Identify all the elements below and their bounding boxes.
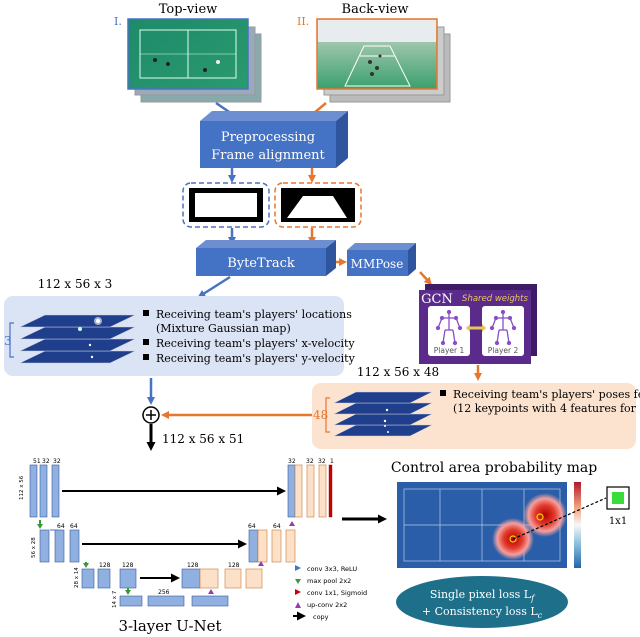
consistency-loss: + Consistency loss Lc xyxy=(422,605,543,620)
frame-alignment-title: Frame alignment xyxy=(211,148,325,163)
legend-maxpool: max pool 2x2 xyxy=(307,577,351,585)
legend-copy: copy xyxy=(313,613,329,621)
pose-count: 48 xyxy=(313,408,328,422)
unet-channel-label: 64 xyxy=(273,523,281,530)
loss-line2-sub: c xyxy=(538,611,543,620)
unet-size-label: 28 x 14 xyxy=(74,567,80,588)
bytetrack-to-locations-arrow xyxy=(197,275,231,298)
legend-conv1x1: conv 1x1, Sigmoid xyxy=(307,589,367,597)
bytetrack-label: ByteTrack xyxy=(227,256,295,271)
unet-channel-label: 32 xyxy=(306,458,314,465)
bullet-icon xyxy=(143,339,149,345)
unet-size-label: 112 x 56 xyxy=(19,475,25,500)
back-view-mask xyxy=(274,182,362,228)
player2-label: Player 2 xyxy=(488,346,519,355)
unet-channel-label: 32 xyxy=(288,458,296,465)
preprocessing-title: Preprocessing xyxy=(221,130,315,145)
unet-channel-label: 32 xyxy=(53,458,61,465)
preprocessing-box xyxy=(200,111,348,168)
unet-channel-label: 256 xyxy=(158,589,170,596)
output-title: Control area probability map xyxy=(391,460,597,476)
pose-bullet-1: Receiving team's players' poses features xyxy=(453,388,640,401)
back-view-numeral: II. xyxy=(297,15,309,28)
location-bullet-2: Receiving team's players' x-velocity xyxy=(156,337,355,350)
locations-bracket xyxy=(9,322,14,358)
locations-count: 3 xyxy=(4,334,12,348)
bullet-icon xyxy=(440,390,446,396)
loss-line1-sub: f xyxy=(530,594,536,603)
pose-bracket xyxy=(325,397,330,433)
mmpose-box xyxy=(347,243,416,276)
bullet-icon xyxy=(143,310,149,316)
control-area-map xyxy=(397,482,630,568)
gcn-title: GCN xyxy=(421,292,453,307)
unet-channel-label: 64 xyxy=(70,523,78,530)
top-view-numeral: I. xyxy=(114,15,122,28)
unet-channel-label: 32 xyxy=(42,458,50,465)
top-view-mask xyxy=(182,182,270,228)
mmpose-label: MMPose xyxy=(351,257,404,271)
location-bullet-3: Receiving team's players' y-velocity xyxy=(156,352,356,365)
loss-line2-text: + Consistency loss L xyxy=(422,605,538,618)
unet-channel-label: 128 xyxy=(187,562,199,569)
unet-channel-label: 32 xyxy=(318,458,326,465)
unet-channel-label: 1 xyxy=(330,458,334,465)
unet-channel-label: 64 xyxy=(57,523,65,530)
unet-size-label: 14 x 7 xyxy=(112,590,118,608)
player1-label: Player 1 xyxy=(434,346,465,355)
top-view-label: Top-view xyxy=(159,2,218,17)
bytetrack-box xyxy=(196,240,336,276)
concat-dims: 112 x 56 x 51 xyxy=(162,432,244,446)
unet-channel-label: 128 xyxy=(228,562,240,569)
loss-line1-text: Single pixel loss L xyxy=(430,588,532,601)
unet-channel-label: 51 xyxy=(33,458,41,465)
legend-upconv: up-conv 2x2 xyxy=(307,601,347,609)
bullet-icon xyxy=(143,354,149,360)
player2-skeleton-icon xyxy=(489,309,517,346)
pose-map-stack xyxy=(333,391,433,437)
back-view-label: Back-view xyxy=(342,2,409,17)
legend-conv: conv 3x3, ReLU xyxy=(307,565,357,573)
pose-bullet-1b: (12 keypoints with 4 features for each) xyxy=(453,402,640,415)
back-view-image xyxy=(316,18,451,103)
location-bullet-1: Receiving team's players' locations xyxy=(156,308,352,321)
single-pixel-loss: Single pixel loss Lf xyxy=(430,588,536,603)
pixel-size-label: 1x1 xyxy=(609,516,627,527)
pose-dims: 112 x 56 x 48 xyxy=(357,365,439,379)
locations-map-stack xyxy=(19,314,136,364)
unet-legend xyxy=(293,565,306,621)
unet-channel-label: 128 xyxy=(99,562,111,569)
unet-diagram: 51 32 32 64 64 128 128 256 128 128 64 64… xyxy=(19,458,334,608)
loss-ellipse xyxy=(396,576,568,628)
player1-skeleton-icon xyxy=(435,309,463,346)
unet-channel-label: 128 xyxy=(122,562,134,569)
unet-channel-label: 64 xyxy=(248,523,256,530)
shared-weights-label: Shared weights xyxy=(462,294,528,304)
unet-title: 3-layer U-Net xyxy=(118,617,221,635)
top-view-image xyxy=(127,18,262,103)
mmpose-to-gcn-arrow xyxy=(419,271,433,286)
locations-dims: 112 x 56 x 3 xyxy=(38,277,113,291)
unet-size-label: 56 x 28 xyxy=(31,537,37,558)
location-bullet-1b: (Mixture Gaussian map) xyxy=(156,322,291,335)
